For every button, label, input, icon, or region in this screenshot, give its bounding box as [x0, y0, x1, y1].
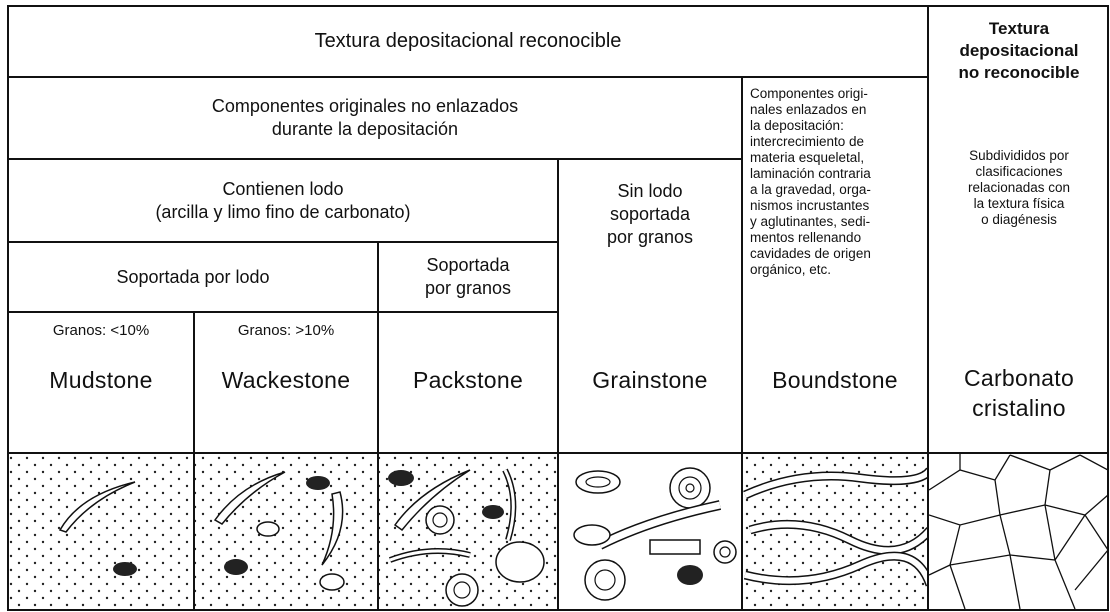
header-not-recognizable: Textura depositacional no reconocible [958, 19, 1080, 82]
header-not-recognizable-description: Subdivididos por clasificaciones relacio… [967, 148, 1071, 227]
header-mud-supported: Soportada por lodo [116, 266, 270, 287]
grains-low-label: Granos: <10% [52, 321, 150, 339]
header-no-mud: Sin lodo soportada por granos [606, 181, 694, 247]
rock-type-boundstone: Boundstone [772, 367, 898, 393]
grainstone-texture-illustration [559, 454, 741, 609]
crystalline-texture-illustration [929, 454, 1107, 609]
header-contains-mud: Contienen lodo (arcilla y limo fino de c… [155, 178, 411, 222]
mudstone-texture-illustration [9, 454, 193, 609]
boundstone-texture-illustration [743, 454, 927, 609]
header-bound-description: Componentes origi- nales enlazados en la… [750, 86, 871, 277]
rock-type-wackestone: Wackestone [221, 367, 351, 393]
header-not-bound: Componentes originales no enlazados dura… [211, 96, 519, 139]
header-grain-supported: Soportada por granos [424, 255, 512, 298]
rock-type-crystalline-carbonate: Carbonato cristalino [963, 365, 1075, 421]
wackestone-texture-illustration [195, 454, 377, 609]
grains-high-label: Granos: >10% [237, 321, 335, 339]
packstone-texture-illustration [379, 454, 557, 609]
rock-type-grainstone: Grainstone [592, 367, 708, 393]
header-recognizable: Textura depositacional reconocible [314, 30, 622, 52]
rock-type-mudstone: Mudstone [49, 367, 153, 393]
rock-type-packstone: Packstone [412, 367, 524, 393]
